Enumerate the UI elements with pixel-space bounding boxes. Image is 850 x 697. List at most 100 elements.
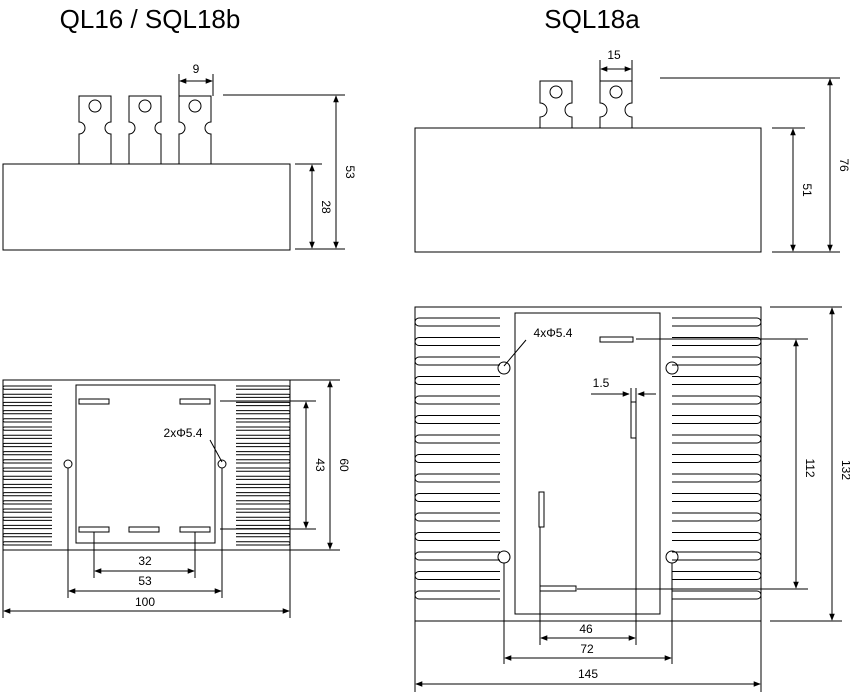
dim-right-inner-height: 112: [803, 458, 817, 477]
left-slot-bot-1: [78, 526, 110, 533]
left-slot-bot-2: [128, 526, 160, 533]
heatsink-fin-slot: [672, 532, 762, 541]
right-hole-3: [497, 550, 511, 564]
dim-right-body-height: 51: [800, 183, 814, 197]
heatsink-fin-slot: [2, 459, 52, 464]
heatsink-fin-slot: [414, 356, 500, 366]
right-slot-bottom: [539, 585, 577, 592]
right-slot-vertical-left: [538, 491, 545, 528]
heatsink-fin-slot: [236, 541, 291, 546]
right-terminal-1: [539, 80, 573, 128]
heatsink-fin-slot: [414, 376, 500, 385]
left-hole-callout: 2xΦ5.4: [164, 426, 203, 440]
heatsink-fin-slot: [236, 418, 291, 423]
left-side-view: 9 28 53: [2, 62, 357, 251]
heatsink-fin-slot: [2, 524, 52, 530]
right-heatsink-fins-right: [672, 317, 762, 600]
heatsink-fin-slot: [2, 393, 52, 398]
right-base-plate: [514, 312, 661, 615]
heatsink-fin-slot: [2, 401, 52, 407]
heatsink-fin-slot: [2, 516, 52, 521]
heatsink-fin-slot: [414, 337, 500, 346]
dim-right-total-width: 145: [578, 667, 598, 681]
heatsink-fin-slot: [414, 551, 500, 561]
dim-left-total-width: 100: [135, 595, 155, 609]
right-body: [414, 127, 762, 253]
right-slot-top: [599, 336, 634, 343]
heatsink-fin-slot: [236, 442, 291, 448]
dim-left-outer-height: 60: [337, 458, 351, 472]
heatsink-fin-slot: [672, 434, 762, 444]
left-heatsink-fins-right: [236, 385, 291, 546]
heatsink-fin-slot: [236, 426, 291, 431]
heatsink-fin-slot: [236, 459, 291, 464]
heatsink-fin-slot: [2, 500, 52, 505]
heatsink-fin-slot: [672, 317, 762, 327]
left-body: [2, 163, 291, 251]
heatsink-fin-slot: [414, 317, 500, 327]
heatsink-fin-slot: [236, 385, 291, 390]
heatsink-fin-slot: [236, 434, 291, 439]
heatsink-fin-slot: [2, 442, 52, 448]
heatsink-fin-slot: [414, 571, 500, 580]
heatsink-fin-slot: [236, 492, 291, 497]
heatsink-fin-slot: [414, 473, 500, 483]
left-terminal-3: [178, 95, 212, 164]
heatsink-fin-slot: [236, 483, 291, 489]
right-heatsink-fins-left: [414, 317, 500, 600]
dim-right-hole-spacing: 72: [580, 642, 594, 656]
heatsink-fin-slot: [2, 410, 52, 415]
right-hole-1: [497, 361, 511, 375]
left-heatsink-fins-left: [2, 385, 52, 546]
dim-left-terminal-width: 9: [193, 62, 200, 76]
heatsink-fin-slot: [414, 395, 500, 405]
dim-left-hole-spacing: 53: [138, 574, 152, 588]
heatsink-fin-slot: [672, 356, 762, 366]
heatsink-fin-slot: [236, 524, 291, 530]
heatsink-fin-slot: [672, 512, 762, 522]
heatsink-fin-slot: [2, 451, 52, 456]
right-hole-callout: 4xΦ5.4: [534, 326, 573, 340]
heatsink-fin-slot: [236, 500, 291, 505]
heatsink-fin-slot: [236, 516, 291, 521]
right-terminal-2: [599, 80, 633, 128]
dim-left-inner-height: 43: [313, 458, 327, 472]
dim-right-terminal-thickness: 1.5: [593, 376, 610, 390]
heatsink-fin-slot: [672, 551, 762, 561]
heatsink-fin-slot: [2, 483, 52, 489]
heatsink-fin-slot: [2, 385, 52, 390]
heatsink-fin-slot: [236, 467, 291, 472]
dim-left-total-height: 53: [343, 165, 357, 179]
dim-left-terminal-spacing: 32: [138, 554, 152, 568]
heatsink-fin-slot: [2, 434, 52, 439]
heatsink-fin-slot: [236, 393, 291, 398]
heatsink-fin-slot: [672, 376, 762, 385]
left-terminal-1: [78, 95, 112, 164]
right-slot-vertical-right: [630, 401, 637, 439]
heatsink-fin-slot: [414, 512, 500, 522]
heatsink-fin-slot: [2, 508, 52, 513]
left-top-view: 2xΦ5.4 43 60 32 53 100: [2, 379, 351, 618]
left-terminal-2: [128, 95, 162, 164]
heatsink-fin-slot: [414, 415, 500, 424]
left-title: QL16 / SQL18b: [60, 4, 241, 34]
heatsink-fin-slot: [236, 508, 291, 513]
heatsink-fin-slot: [672, 473, 762, 483]
right-hole-2: [665, 361, 679, 375]
heatsink-fin-slot: [236, 451, 291, 456]
left-top-outline: [2, 379, 291, 551]
dim-right-outer-height: 132: [839, 460, 850, 480]
heatsink-fin-slot: [414, 434, 500, 444]
right-title: SQL18a: [544, 4, 640, 34]
dim-left-body-height: 28: [319, 200, 333, 214]
dim-right-terminal-width: 15: [607, 48, 621, 62]
heatsink-fin-slot: [2, 418, 52, 423]
heatsink-fin-slot: [672, 454, 762, 463]
heatsink-fin-slot: [414, 532, 500, 541]
heatsink-fin-slot: [672, 590, 762, 600]
heatsink-fin-slot: [236, 401, 291, 407]
heatsink-fin-slot: [2, 533, 52, 538]
heatsink-fin-slot: [2, 541, 52, 546]
heatsink-fin-slot: [2, 492, 52, 497]
